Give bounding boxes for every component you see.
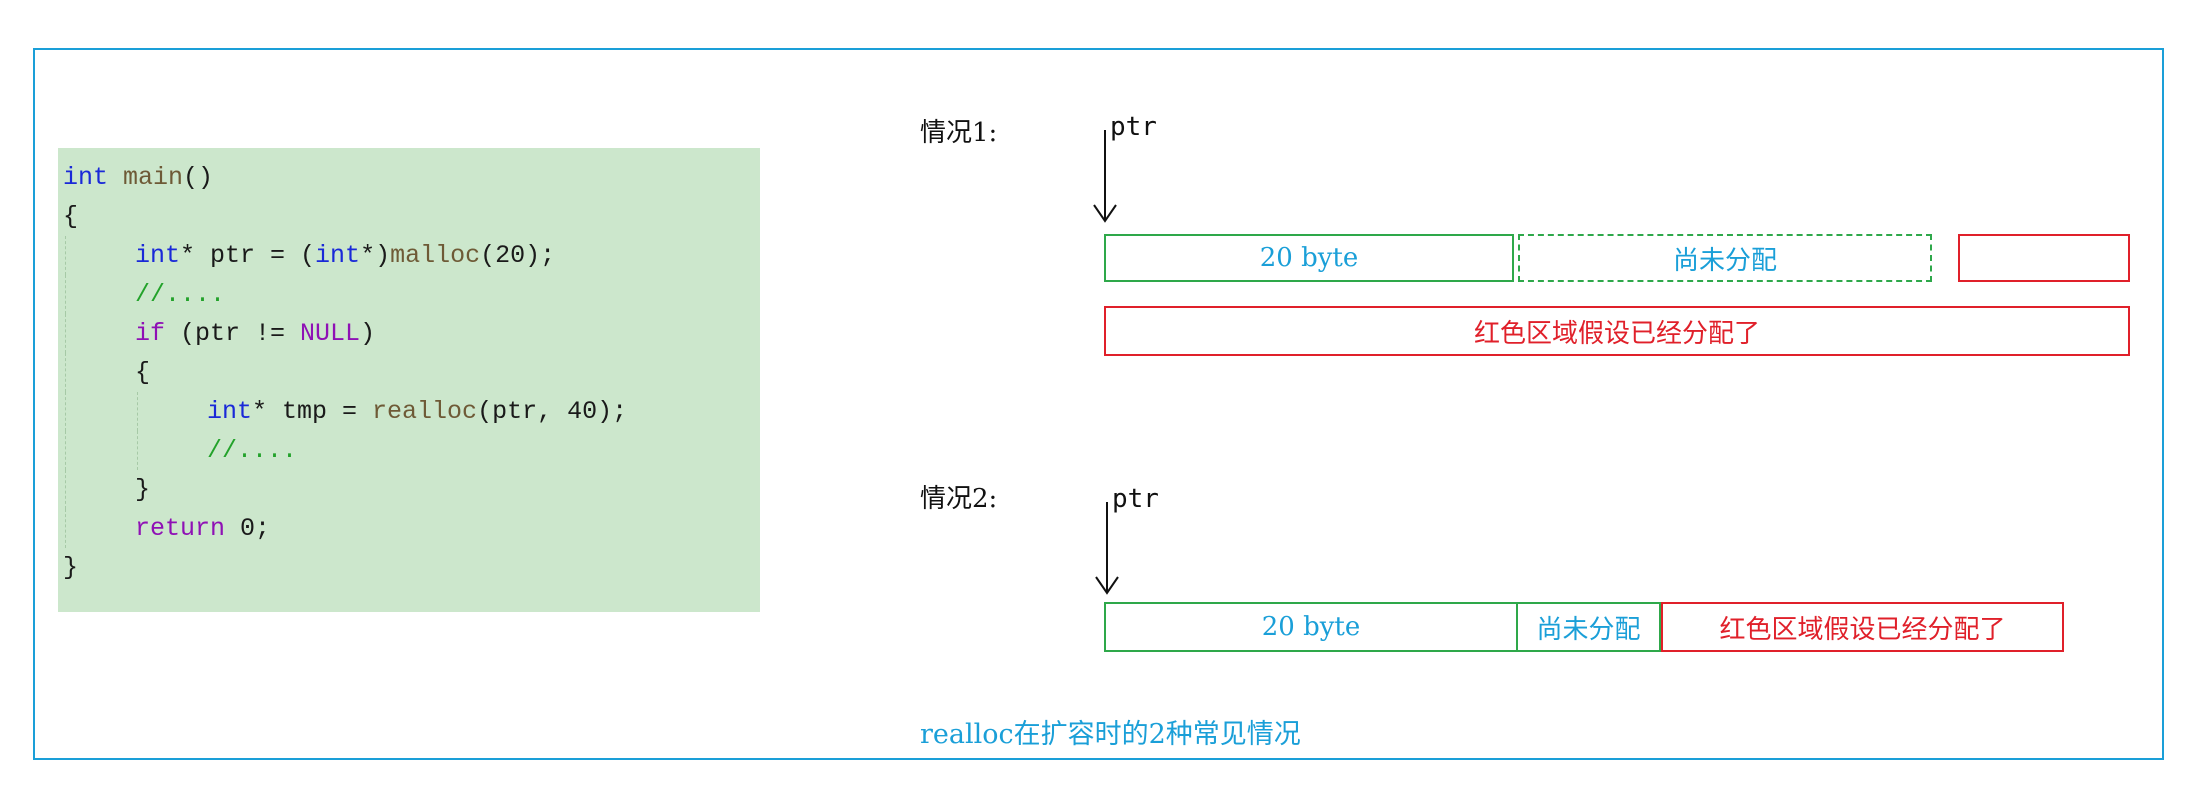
code-text: //.... bbox=[63, 436, 297, 465]
code-token: return bbox=[135, 514, 226, 543]
code-line: } bbox=[63, 470, 760, 509]
indent-guide bbox=[65, 509, 66, 548]
code-line: //.... bbox=[63, 431, 760, 470]
code-token: { bbox=[135, 358, 151, 387]
code-token: malloc bbox=[390, 241, 481, 270]
code-text: //.... bbox=[63, 280, 225, 309]
code-line: //.... bbox=[63, 275, 760, 314]
case1-allocated-block: 20 byte bbox=[1104, 234, 1514, 282]
case2-pointer-arrow-icon bbox=[1095, 502, 1119, 595]
code-token: int bbox=[315, 241, 361, 270]
code-line: int main() bbox=[63, 158, 760, 197]
code-text: int main() bbox=[63, 163, 213, 192]
indent-guide bbox=[65, 275, 66, 314]
code-line: } bbox=[63, 548, 760, 587]
code-text: } bbox=[63, 553, 78, 582]
indent-guide bbox=[137, 431, 138, 470]
indent-guide bbox=[65, 392, 66, 431]
code-token: int bbox=[135, 241, 181, 270]
case2-unallocated-block: 尚未分配 bbox=[1516, 602, 1661, 652]
case1-pointer-arrow-icon bbox=[1093, 130, 1117, 223]
code-token: NULL bbox=[300, 319, 361, 348]
code-text: } bbox=[63, 475, 150, 504]
code-text: { bbox=[63, 358, 150, 387]
code-token: * ptr = ( bbox=[180, 241, 316, 270]
code-text: int* ptr = (int*)malloc(20); bbox=[63, 241, 555, 270]
case1-red-note: 红色区域假设已经分配了 bbox=[1104, 306, 2130, 356]
code-token: 0; bbox=[225, 514, 271, 543]
case1-unallocated-block: 尚未分配 bbox=[1518, 234, 1932, 282]
code-token: (ptr, 40); bbox=[477, 397, 628, 426]
code-token: (20); bbox=[480, 241, 556, 270]
code-token: { bbox=[63, 202, 79, 231]
case2-allocated-block: 20 byte bbox=[1104, 602, 1518, 652]
case1-ptr-label: ptr bbox=[1110, 112, 1157, 142]
code-text: if (ptr != NULL) bbox=[63, 319, 375, 348]
code-token: //.... bbox=[135, 280, 226, 309]
code-token: () bbox=[183, 163, 214, 192]
code-line: return 0; bbox=[63, 509, 760, 548]
case1-label: 情况1: bbox=[920, 118, 998, 148]
indent-guide bbox=[65, 431, 66, 470]
code-line: if (ptr != NULL) bbox=[63, 314, 760, 353]
code-token: ) bbox=[360, 319, 376, 348]
code-line: { bbox=[63, 353, 760, 392]
code-token: if bbox=[135, 319, 166, 348]
indent-guide bbox=[137, 392, 138, 431]
case2-red-block: 红色区域假设已经分配了 bbox=[1661, 602, 2064, 652]
caption: realloc在扩容时的2种常见情况 bbox=[920, 719, 1301, 750]
code-token: (ptr != bbox=[165, 319, 301, 348]
code-token: int bbox=[63, 163, 109, 192]
code-token: main bbox=[123, 163, 184, 192]
code-token: * tmp = bbox=[252, 397, 373, 426]
code-token: //.... bbox=[207, 436, 298, 465]
case2-label: 情况2: bbox=[920, 484, 998, 514]
indent-guide bbox=[65, 470, 66, 509]
code-line: int* tmp = realloc(ptr, 40); bbox=[63, 392, 760, 431]
indent-guide bbox=[65, 236, 66, 275]
code-text: return 0; bbox=[63, 514, 270, 543]
code-line: { bbox=[63, 197, 760, 236]
indent-guide bbox=[65, 314, 66, 353]
diagram-frame bbox=[33, 48, 2164, 760]
code-token: } bbox=[63, 553, 79, 582]
code-token: *) bbox=[360, 241, 391, 270]
case2-ptr-label: ptr bbox=[1112, 484, 1159, 514]
code-text: { bbox=[63, 202, 78, 231]
indent-guide bbox=[65, 353, 66, 392]
code-token: } bbox=[135, 475, 151, 504]
case1-red-block bbox=[1958, 234, 2130, 282]
code-token: realloc bbox=[372, 397, 478, 426]
code-text: int* tmp = realloc(ptr, 40); bbox=[63, 397, 627, 426]
code-line: int* ptr = (int*)malloc(20); bbox=[63, 236, 760, 275]
code-block: int main(){int* ptr = (int*)malloc(20);/… bbox=[58, 148, 760, 612]
code-token: int bbox=[207, 397, 253, 426]
